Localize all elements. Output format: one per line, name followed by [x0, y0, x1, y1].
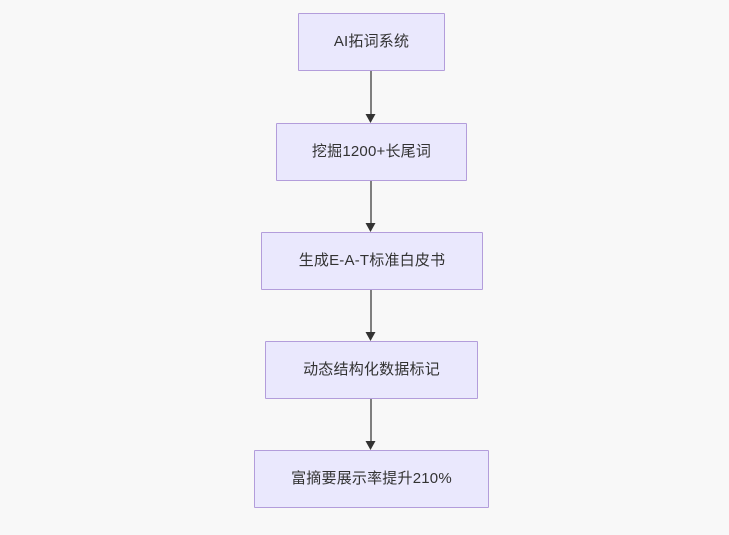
flow-node-label: 挖掘1200+长尾词: [311, 143, 432, 160]
arrowhead-icon: [365, 223, 376, 232]
flow-node-label: 动态结构化数据标记: [303, 361, 440, 378]
flow-node-ai-keyword-system[interactable]: AI拓词系统: [298, 13, 445, 71]
flow-node-rich-snippet-impression-lift[interactable]: 富摘要展示率提升210%: [254, 450, 489, 508]
connector-line: [370, 181, 372, 223]
arrowhead-icon: [365, 332, 376, 341]
flow-node-dynamic-structured-data-markup[interactable]: 动态结构化数据标记: [265, 341, 478, 399]
connector-line: [370, 290, 372, 332]
connector-line: [370, 71, 372, 114]
flow-node-label: AI拓词系统: [333, 33, 410, 50]
arrowhead-icon: [365, 114, 376, 123]
flow-node-label: 生成E-A-T标准白皮书: [298, 252, 446, 269]
flow-node-label: 富摘要展示率提升210%: [291, 470, 452, 487]
flow-node-mine-longtail-keywords[interactable]: 挖掘1200+长尾词: [276, 123, 467, 181]
connector-line: [370, 399, 372, 441]
arrowhead-icon: [365, 441, 376, 450]
flow-node-generate-eat-whitepaper[interactable]: 生成E-A-T标准白皮书: [261, 232, 483, 290]
